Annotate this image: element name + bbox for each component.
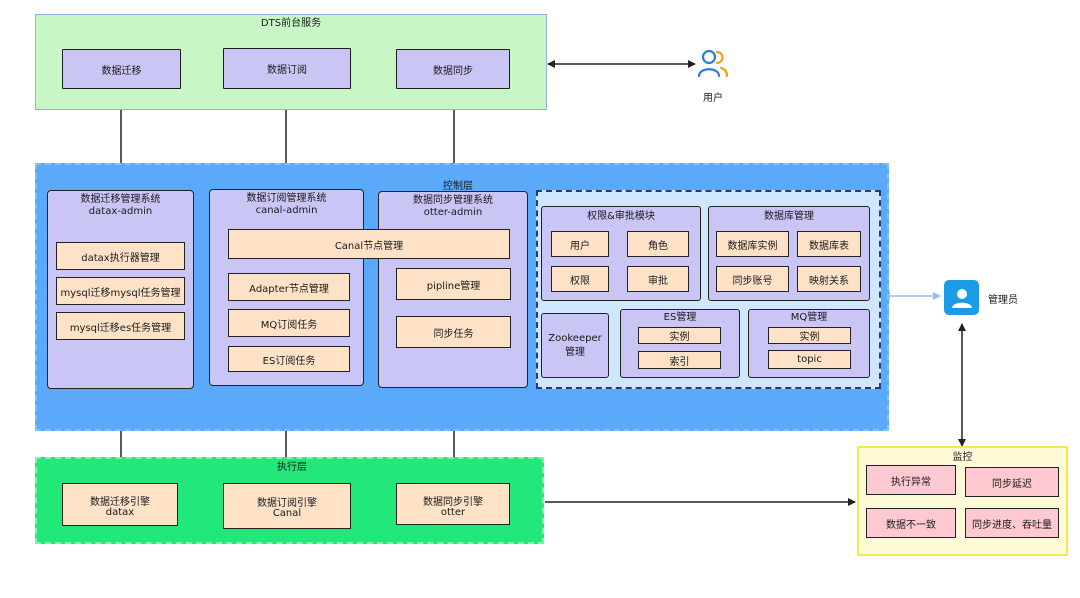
monitor-panel: 监控: [857, 446, 1068, 556]
canal-engine-sub: Canal: [272, 508, 302, 519]
datax-engine-name: 数据迁移引擎: [90, 497, 150, 508]
exec-error-item[interactable]: 执行异常: [866, 465, 956, 495]
mapping-item[interactable]: 映射关系: [797, 266, 861, 292]
es-index-item[interactable]: 索引: [638, 351, 721, 369]
otter-admin-subtitle: otter-admin: [423, 207, 483, 218]
canal-engine[interactable]: 数据订阅引擎 Canal: [223, 483, 351, 529]
auth-approval-item[interactable]: 审批: [627, 266, 689, 292]
es-subscribe-item[interactable]: ES订阅任务: [228, 346, 350, 372]
admin-label: 管理员: [988, 295, 1018, 306]
es-module-title: ES管理: [663, 312, 697, 323]
otter-admin-title: 数据同步管理系统: [413, 195, 493, 206]
control-title: 控制层: [443, 181, 473, 192]
zookeeper-module[interactable]: Zookeeper管理: [541, 313, 609, 378]
otter-engine-name: 数据同步引擎: [423, 497, 483, 508]
migration-admin-subtitle: datax-admin: [88, 206, 153, 217]
sync-task-item[interactable]: 同步任务: [396, 316, 511, 348]
db-table-item[interactable]: 数据库表: [797, 231, 861, 257]
mq-module-title: MQ管理: [790, 312, 828, 323]
admin-icon: [944, 280, 979, 315]
datax-engine-sub: datax: [105, 507, 135, 518]
service-subscribe[interactable]: 数据订阅: [223, 48, 351, 89]
auth-user-item[interactable]: 用户: [551, 231, 609, 257]
canal-engine-name: 数据订阅引擎: [257, 498, 317, 509]
mq-instance-item[interactable]: 实例: [768, 327, 851, 344]
canal-admin-title: 数据订阅管理系统: [246, 193, 327, 204]
sync-account-item[interactable]: 同步账号: [716, 266, 789, 292]
front-title: DTS前台服务: [260, 18, 322, 29]
sync-progress-item[interactable]: 同步进度、吞吐量: [965, 508, 1059, 538]
mysql-to-mysql-item[interactable]: mysql迁移mysql任务管理: [56, 277, 185, 305]
canal-admin-subtitle: canal-admin: [255, 205, 318, 216]
pipline-item[interactable]: pipline管理: [396, 268, 511, 300]
mq-subscribe-item[interactable]: MQ订阅任务: [228, 309, 350, 337]
monitor-title: 监控: [952, 452, 973, 463]
es-instance-item[interactable]: 实例: [638, 327, 721, 344]
data-inconsistent-item[interactable]: 数据不一致: [866, 508, 956, 538]
canal-node-item[interactable]: Canal节点管理: [228, 229, 510, 259]
otter-engine[interactable]: 数据同步引擎 otter: [396, 483, 510, 525]
otter-engine-sub: otter: [440, 507, 466, 518]
sync-delay-item[interactable]: 同步延迟: [965, 467, 1059, 497]
user-icon: [697, 49, 729, 78]
db-module-title: 数据库管理: [764, 211, 814, 222]
service-migration[interactable]: 数据迁移: [62, 49, 181, 89]
mq-topic-item[interactable]: topic: [768, 350, 851, 369]
auth-role-item[interactable]: 角色: [627, 231, 689, 257]
migration-admin-title: 数据迁移管理系统: [80, 194, 161, 205]
datax-executor-item[interactable]: datax执行器管理: [56, 242, 185, 270]
adapter-node-item[interactable]: Adapter节点管理: [228, 273, 350, 301]
user-label: 用户: [703, 92, 723, 104]
service-sync[interactable]: 数据同步: [396, 49, 510, 89]
exec-title: 执行层: [277, 462, 307, 473]
datax-engine[interactable]: 数据迁移引擎 datax: [62, 483, 178, 526]
auth-permission-item[interactable]: 权限: [551, 266, 609, 292]
db-instance-item[interactable]: 数据库实例: [716, 231, 789, 257]
auth-module-title: 权限&审批模块: [587, 211, 655, 222]
mysql-to-es-item[interactable]: mysql迁移es任务管理: [56, 312, 185, 340]
